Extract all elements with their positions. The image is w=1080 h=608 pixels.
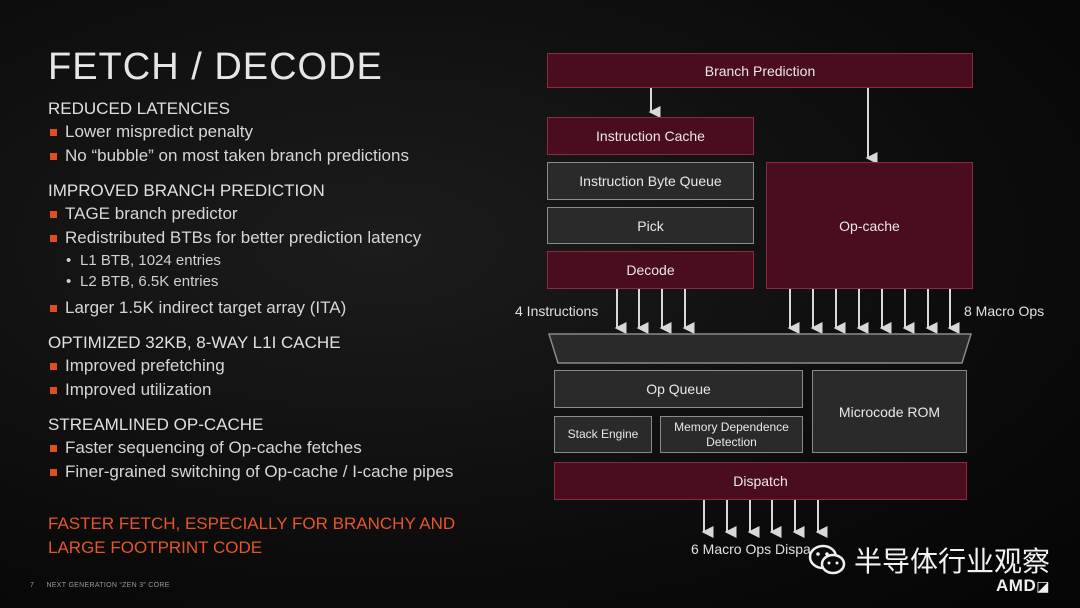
footer-text: NEXT GENERATION “ZEN 3” CORE: [46, 582, 170, 589]
section-heading: REDUCED LATENCIES: [48, 99, 230, 118]
microcode-rom-box: Microcode ROM: [812, 370, 967, 453]
bullet-item: No “bubble” on most taken branch predict…: [48, 144, 518, 168]
bullet-list: REDUCED LATENCIES Lower mispredict penal…: [48, 98, 518, 496]
stack-engine-box: Stack Engine: [554, 416, 652, 453]
section-heading: OPTIMIZED 32KB, 8-WAY L1I CACHE: [48, 333, 341, 352]
sub-bullet-item: L1 BTB, 1024 entries: [48, 250, 518, 271]
mux-trapezoid: [547, 333, 973, 364]
callout-line: LARGE FOOTPRINT CODE: [48, 538, 263, 557]
watermark-text: 半导体行业观察: [854, 546, 1051, 577]
decode-box: Decode: [547, 251, 754, 289]
six-macro-ops-label: 6 Macro Ops Dispa: [691, 541, 811, 557]
section-reduced-latencies: REDUCED LATENCIES Lower mispredict penal…: [48, 98, 518, 168]
bullet-item: Finer-grained switching of Op-cache / I-…: [48, 460, 518, 484]
memory-dependence-line: Detection: [706, 434, 757, 449]
section-heading: IMPROVED BRANCH PREDICTION: [48, 181, 325, 200]
callout-text: FASTER FETCH, ESPECIALLY FOR BRANCHY AND…: [48, 512, 508, 560]
branch-prediction-box: Branch Prediction: [547, 53, 973, 88]
footer: 7 NEXT GENERATION “ZEN 3” CORE: [30, 582, 170, 589]
eight-macro-ops-label: 8 Macro Ops: [964, 303, 1045, 319]
dispatch-box: Dispatch: [554, 462, 967, 500]
section-improved-branch-prediction: IMPROVED BRANCH PREDICTION TAGE branch p…: [48, 180, 518, 320]
page-number: 7: [30, 582, 35, 589]
amd-arrow-icon: ◪: [1036, 578, 1050, 594]
memory-dependence-box: Memory Dependence Detection: [660, 416, 803, 453]
instruction-byte-queue-box: Instruction Byte Queue: [547, 162, 754, 200]
four-instructions-label: 4 Instructions: [515, 303, 599, 319]
slide-title: FETCH / DECODE: [48, 46, 383, 88]
instruction-cache-box: Instruction Cache: [547, 117, 754, 155]
bullet-item: Larger 1.5K indirect target array (ITA): [48, 296, 518, 320]
bullet-item: Faster sequencing of Op-cache fetches: [48, 436, 518, 460]
pick-box: Pick: [547, 207, 754, 244]
watermark: 半导体行业观察: [808, 540, 1050, 580]
wechat-icon: [808, 544, 846, 575]
op-queue-box: Op Queue: [554, 370, 803, 408]
callout-line: FASTER FETCH, ESPECIALLY FOR BRANCHY AND: [48, 514, 456, 533]
amd-logo-text: AMD: [996, 576, 1037, 595]
section-heading: STREAMLINED OP-CACHE: [48, 415, 264, 434]
memory-dependence-line: Memory Dependence: [674, 419, 789, 434]
sub-bullet-item: L2 BTB, 6.5K entries: [48, 271, 518, 292]
bullet-item: TAGE branch predictor: [48, 202, 518, 226]
op-cache-box: Op-cache: [766, 162, 973, 289]
bullet-item: Improved prefetching: [48, 354, 518, 378]
bullet-item: Redistributed BTBs for better prediction…: [48, 226, 518, 250]
section-op-cache: STREAMLINED OP-CACHE Faster sequencing o…: [48, 414, 518, 484]
section-l1i-cache: OPTIMIZED 32KB, 8-WAY L1I CACHE Improved…: [48, 332, 518, 402]
bullet-item: Lower mispredict penalty: [48, 120, 518, 144]
bullet-item: Improved utilization: [48, 378, 518, 402]
amd-logo: AMD◪: [996, 576, 1050, 596]
